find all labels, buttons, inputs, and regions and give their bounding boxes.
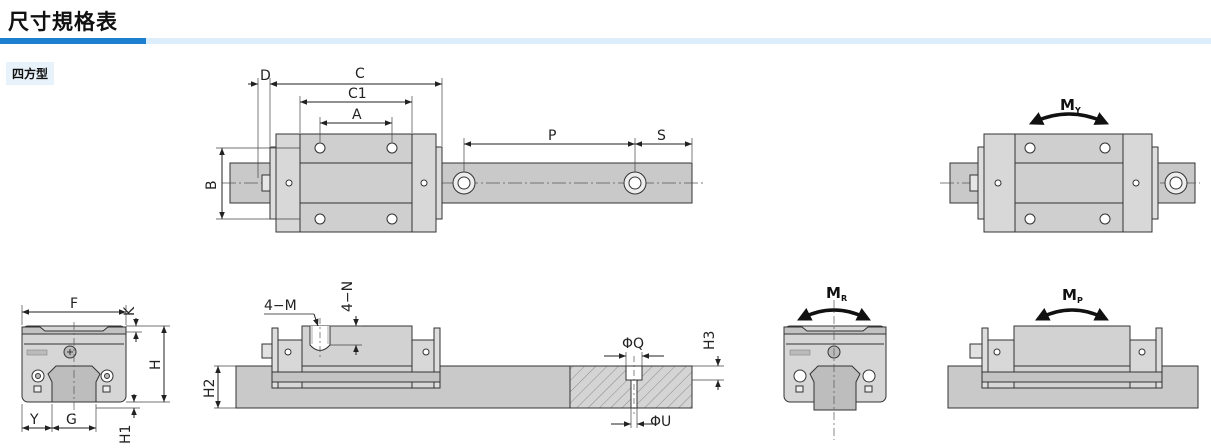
dim-Y: Y xyxy=(29,412,39,428)
title-underline xyxy=(0,38,1211,44)
moment-mp-arrow xyxy=(1034,307,1110,321)
moment-mr-arrow xyxy=(796,307,872,321)
dim-C1: C1 xyxy=(348,86,367,102)
bolt-hole xyxy=(314,142,326,154)
dim-K: K xyxy=(122,306,138,316)
type-label: 四方型 xyxy=(6,62,55,85)
dim-D: D xyxy=(260,68,271,84)
dim-H2: H2 xyxy=(202,379,218,398)
dim-4M: 4−M xyxy=(264,298,297,314)
dim-F: F xyxy=(70,296,78,312)
bolt-hole xyxy=(386,213,398,225)
moment-mr-view: MR xyxy=(783,284,887,440)
dim-P: P xyxy=(548,128,556,144)
moment-my-view: MY xyxy=(940,96,1200,233)
top-view: D C C1 A P S B xyxy=(204,66,706,233)
bolt-hole xyxy=(314,213,326,225)
dim-PhiU: ΦU xyxy=(650,414,671,430)
moment-my-arrow xyxy=(1028,112,1110,125)
moment-my-label: MY xyxy=(1060,96,1081,115)
dim-4N: 4−N xyxy=(340,281,356,312)
dim-G: G xyxy=(66,412,77,428)
side-view: 4−M 4−N H2 H3 ΦQ ΦU xyxy=(202,281,724,430)
dim-PhiQ: ΦQ xyxy=(622,336,644,352)
moment-mr-label: MR xyxy=(826,284,847,303)
dim-B: B xyxy=(204,180,220,190)
dim-S: S xyxy=(657,128,666,144)
rail-profile xyxy=(47,365,101,403)
moment-mp-label: MP xyxy=(1062,286,1083,305)
page-title: 尺寸規格表 xyxy=(8,10,118,34)
dim-H1: H1 xyxy=(118,425,134,444)
dim-H: H xyxy=(148,359,164,370)
title-accent xyxy=(0,38,146,44)
dim-C: C xyxy=(355,66,365,82)
moment-mp-view: MP xyxy=(947,286,1199,409)
front-view: F K H Y G H1 xyxy=(21,296,170,444)
dim-A: A xyxy=(352,107,362,123)
dim-H3: H3 xyxy=(702,331,718,350)
bolt-hole xyxy=(386,142,398,154)
